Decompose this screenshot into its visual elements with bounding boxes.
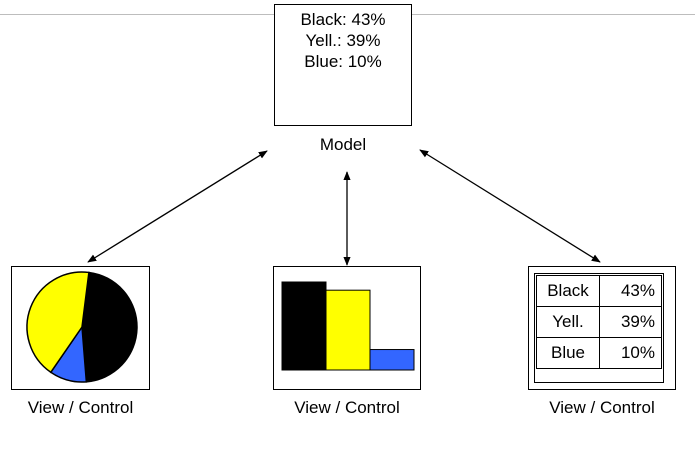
pie-view-caption: View / Control [27, 398, 134, 417]
model-line-blue: Blue: 10% [304, 52, 382, 71]
table-row: Blue 10% [536, 337, 662, 369]
bar-blue [369, 349, 415, 371]
model-line-black: Black: 43% [300, 10, 386, 29]
arrow-model-pie [87, 150, 268, 263]
table-cell-value: 39% [599, 306, 662, 338]
bar-yellow [325, 289, 371, 371]
table-cell-value: 10% [599, 337, 662, 369]
table-view-box: Black 43% Yell. 39% Blue 10% [528, 266, 676, 390]
model-line-yellow: Yell.: 39% [305, 31, 381, 50]
table-cell-name: Blue [536, 337, 600, 369]
pie-slice-yellow [26, 271, 90, 374]
table-cell-name: Black [536, 275, 600, 307]
pie-slice-black [81, 271, 138, 383]
table-frame [534, 273, 664, 383]
bar-view-caption: View / Control [294, 398, 400, 417]
table-row: Yell. 39% [536, 306, 662, 338]
table-row: Black 43% [536, 275, 662, 307]
model-label: Model [319, 135, 367, 154]
arrow-model-table [419, 149, 601, 263]
bar-black [281, 281, 327, 371]
table-cell-name: Yell. [536, 306, 600, 338]
value-table: Black 43% Yell. 39% Blue 10% [536, 275, 662, 369]
pie-view-box [11, 266, 150, 390]
model-box: Black: 43% Yell.: 39% Blue: 10% [274, 4, 412, 126]
bar-chart [281, 281, 415, 371]
pie-chart [26, 271, 138, 383]
table-view-caption: View / Control [549, 398, 655, 417]
bar-view-box [273, 266, 421, 390]
table-cell-value: 43% [599, 275, 662, 307]
